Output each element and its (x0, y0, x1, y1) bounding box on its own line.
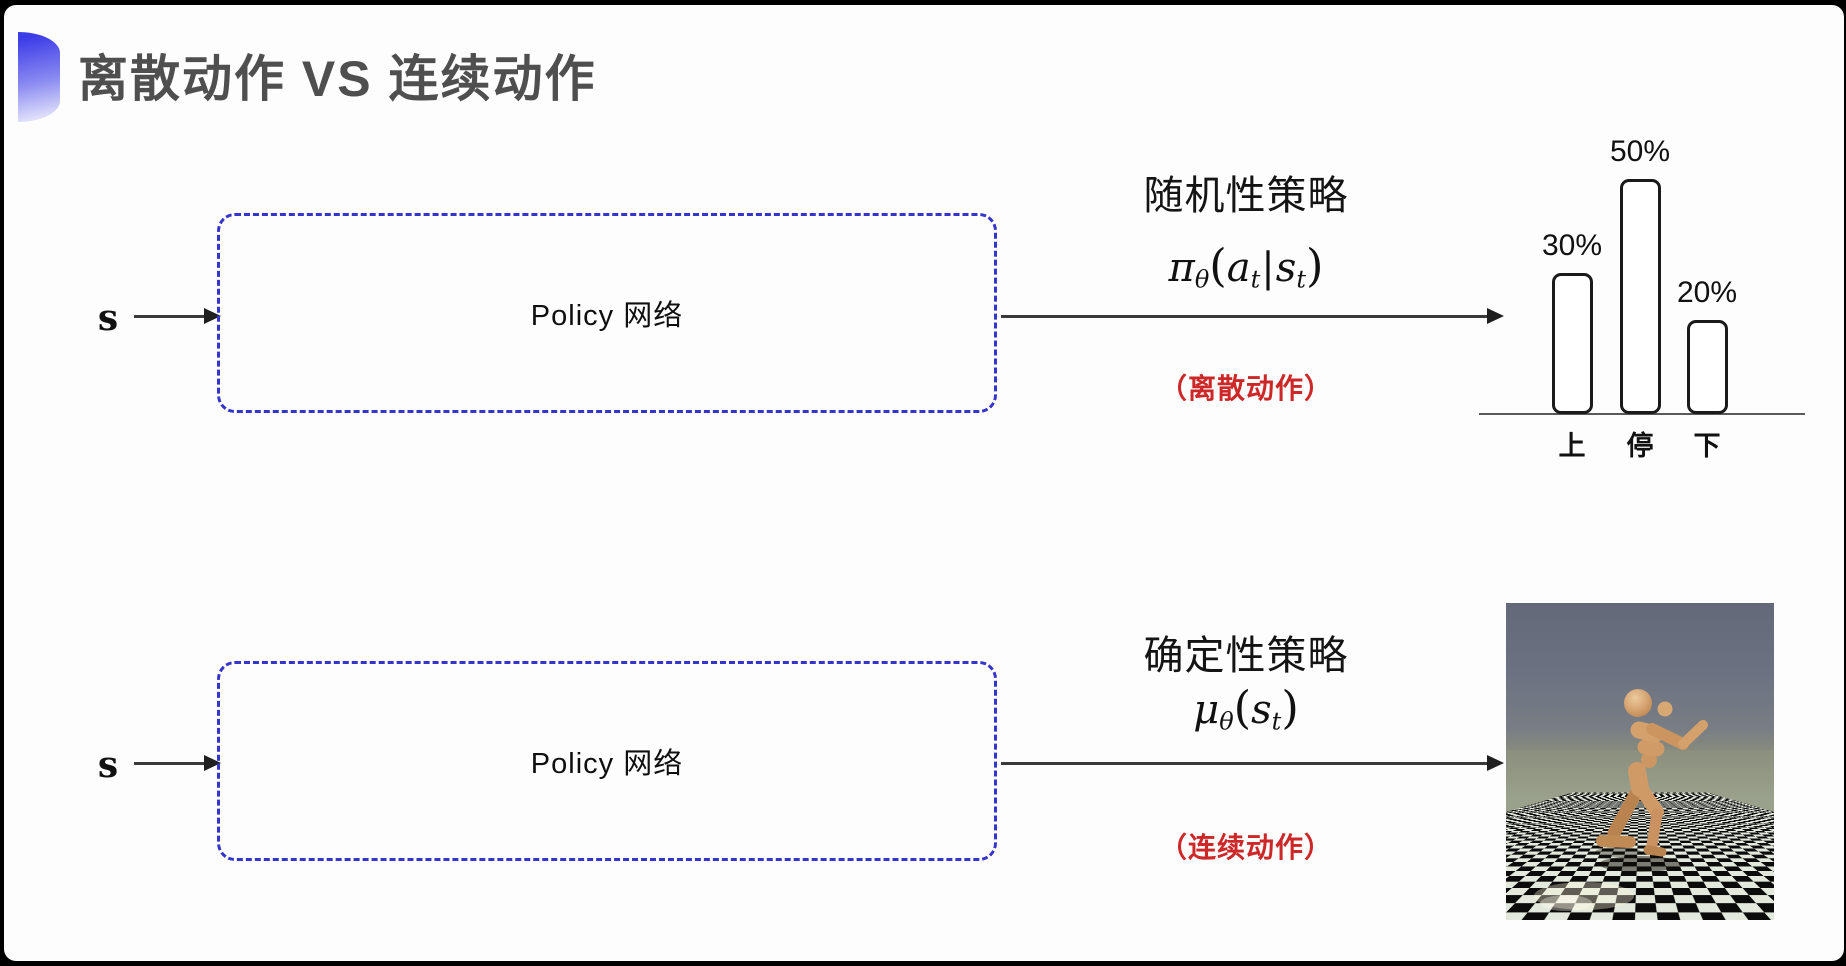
bar-category-label: 停 (1626, 431, 1654, 461)
blue-sphere-bullet-icon (18, 32, 60, 122)
formula-close-paren: ) (1305, 239, 1324, 292)
continuous-action-note: （连续动作） (1158, 832, 1333, 863)
state-input-label-bottom: s (97, 744, 119, 786)
bar-category-label: 下 (1693, 431, 1721, 461)
deterministic-policy-formula: μθ(st) (1046, 681, 1446, 736)
output-arrow-head-top (1487, 308, 1504, 324)
bar-category-label: 上 (1558, 431, 1586, 461)
probability-bar (1686, 320, 1728, 414)
formula-arg1-sub: t (1250, 265, 1261, 294)
humanoid-simulation-image (1506, 603, 1774, 920)
policy-network-label-bottom: Policy 网络 (530, 748, 684, 780)
bar-value-label: 20% (1676, 276, 1738, 309)
formula-open-paren: ( (1209, 239, 1227, 292)
policy-network-label-top: Policy 网络 (530, 300, 684, 332)
formula-arg2-sub: t (1296, 265, 1306, 294)
formula-arg1-sub: t (1271, 707, 1282, 736)
deterministic-policy-title: 确定性策略 (1143, 634, 1349, 678)
input-arrow-head-bottom (204, 755, 221, 771)
formula-symbol: μ (1193, 687, 1220, 733)
formula-arg1: s (1251, 687, 1272, 733)
output-arrow-line-top (1001, 315, 1489, 318)
input-arrow-head-top (204, 308, 221, 324)
probability-bar (1551, 273, 1593, 414)
formula-separator: | (1261, 245, 1275, 291)
probability-bar (1619, 179, 1661, 414)
formula-symbol-sub: θ (1194, 265, 1210, 294)
bar-value-label: 30% (1541, 229, 1603, 262)
input-arrow-line-top (134, 315, 206, 318)
formula-arg2: s (1275, 245, 1297, 291)
state-input-label-top: s (97, 297, 119, 339)
stochastic-policy-formula: πθ(at|st) (1046, 239, 1446, 294)
input-arrow-line-bottom (134, 762, 206, 765)
humanoid-robot-figure (1534, 689, 1708, 911)
formula-close-paren: ) (1281, 681, 1299, 734)
formula-symbol: π (1168, 245, 1195, 291)
formula-symbol-sub: θ (1219, 707, 1234, 736)
chart-baseline-axis (1479, 413, 1805, 415)
policy-network-box-bottom: Policy 网络 (217, 661, 997, 861)
action-bar-chart: 30% 上 50% 停 20% 下 (1472, 100, 1817, 475)
output-arrow-head-bottom (1487, 755, 1504, 771)
policy-network-box-top: Policy 网络 (217, 213, 997, 413)
output-arrow-line-bottom (1001, 762, 1489, 765)
formula-open-paren: ( (1233, 681, 1252, 734)
slide-canvas: 离散动作 VS 连续动作 s Policy 网络 随机性策略 πθ(at|st)… (4, 5, 1844, 961)
discrete-action-note: （离散动作） (1158, 373, 1333, 404)
page-title: 离散动作 VS 连续动作 (78, 51, 597, 107)
formula-arg1: a (1226, 245, 1251, 291)
stochastic-policy-title: 随机性策略 (1143, 174, 1349, 218)
bar-value-label: 50% (1609, 135, 1671, 168)
